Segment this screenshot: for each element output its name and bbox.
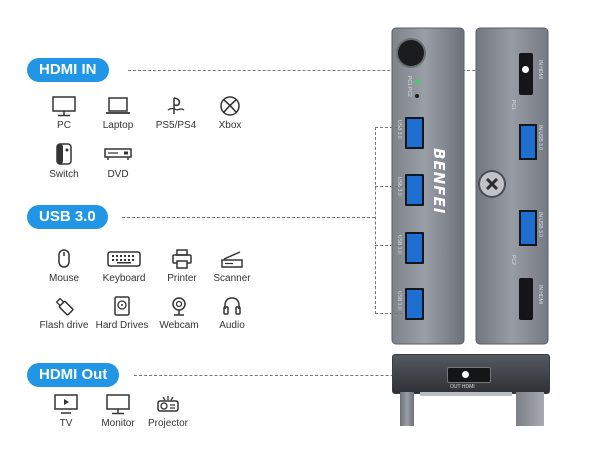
pc-indicator-label: PC1 PC2 [406, 76, 412, 97]
usb-label: USB 3.0 [27, 205, 108, 229]
pc2-led-icon [415, 94, 419, 98]
peripheral-label: Printer [167, 273, 197, 284]
usb-bracket-tick [375, 186, 403, 187]
mouse-icon [58, 249, 70, 268]
brand-text: BENFEI [430, 148, 448, 215]
usb-bracket-line [375, 127, 376, 314]
out-hdmi-label: OUT HDMI [450, 384, 475, 390]
source-label: PC [57, 120, 71, 131]
peripheral-label: Keyboard [102, 273, 146, 284]
source-laptop: Laptop [86, 95, 150, 131]
back-usb-in-port-1[interactable] [519, 124, 537, 160]
peripheral-printer: Printer [150, 248, 214, 284]
front-usb-port-label: USB 3.0 [396, 291, 402, 310]
mounting-screw-icon [480, 172, 504, 196]
output-label: Projector [147, 418, 188, 429]
source-label: DVD [107, 169, 129, 180]
output-tv: TV [34, 393, 98, 429]
source-ps5: PS5/PS4 [144, 95, 208, 131]
source-label: Laptop [102, 120, 134, 131]
pc1-led-icon [415, 79, 420, 84]
hdmi-out-connector-line [134, 375, 464, 376]
peripheral-label: Audio [219, 320, 245, 331]
peripheral-label: Flash drive [39, 320, 89, 331]
switch-back-body [475, 27, 549, 345]
switch-back-panel [474, 27, 550, 345]
pc-switch-button[interactable] [398, 40, 424, 66]
source-switch: Switch [32, 142, 96, 180]
playstation-icon [167, 97, 185, 114]
output-monitor: Monitor [86, 393, 150, 429]
scanner-icon [221, 251, 243, 268]
back-usb-in-port-2[interactable] [519, 210, 537, 246]
printer-icon [172, 249, 192, 269]
output-projector: Projector [136, 393, 200, 429]
tv-icon [54, 394, 78, 414]
source-pc: PC [32, 95, 96, 131]
source-xbox: Xbox [198, 95, 262, 131]
hard-drive-icon [114, 296, 130, 316]
keyboard-icon [107, 251, 141, 267]
source-label: Switch [49, 169, 79, 180]
hdmi-port-dot [522, 66, 529, 73]
usb-bracket-tick [375, 127, 403, 128]
flash-drive-icon [55, 297, 74, 316]
headphones-icon [223, 297, 241, 315]
usb-bracket-tick [375, 245, 403, 246]
peripheral-audio: Audio [200, 295, 264, 331]
source-label: Xbox [218, 120, 242, 131]
monitor-icon [106, 394, 130, 415]
output-label: Monitor [101, 418, 135, 429]
peripheral-label: Mouse [48, 273, 79, 284]
front-usb-port-1[interactable] [405, 117, 424, 149]
peripheral-mouse: Mouse [32, 248, 96, 284]
xbox-icon [220, 96, 240, 116]
back-port-label: IN USB 3.0 [537, 125, 543, 151]
front-usb-port-label: USB 3.0 [396, 120, 402, 139]
peripheral-hard-drive: Hard Drives [90, 295, 154, 331]
switch-leg-shadow [420, 392, 512, 396]
back-hdmi-in-port-2[interactable] [519, 278, 533, 320]
dvd-player-icon [104, 148, 132, 160]
hdmi-out-label: HDMI Out [27, 363, 120, 387]
back-port-label: IN HDMI [537, 285, 543, 305]
peripheral-flash-drive: Flash drive [32, 295, 96, 331]
peripheral-scanner: Scanner [200, 248, 264, 284]
hdmi-port-dot [462, 371, 469, 378]
usb-connector-line [122, 217, 375, 218]
back-hdmi-in-port-1[interactable] [519, 53, 533, 95]
front-usb-port-2[interactable] [405, 174, 424, 206]
back-port-label: PC1 [510, 100, 516, 110]
output-label: TV [59, 418, 73, 429]
back-port-label: PC2 [510, 255, 516, 265]
peripheral-label: Hard Drives [95, 320, 149, 331]
monitor-icon [52, 96, 76, 117]
source-dvd: DVD [86, 142, 150, 180]
hdmi-in-connector-line [128, 70, 530, 71]
switch-leg-left [400, 392, 414, 426]
usb-bracket-tick [375, 313, 403, 314]
peripheral-webcam: Webcam [147, 295, 211, 331]
hdmi-in-label: HDMI IN [27, 58, 109, 82]
peripheral-keyboard: Keyboard [92, 248, 156, 284]
laptop-icon [106, 97, 130, 114]
peripheral-label: Scanner [213, 273, 251, 284]
switch-leg-right [516, 392, 544, 426]
back-port-label: IN USB 3.0 [537, 212, 543, 238]
source-label: PS5/PS4 [155, 120, 197, 131]
front-usb-port-4[interactable] [405, 288, 424, 320]
peripheral-label: Webcam [159, 320, 199, 331]
front-usb-port-3[interactable] [405, 232, 424, 264]
webcam-icon [172, 297, 186, 316]
out-hdmi-port[interactable] [447, 367, 491, 383]
back-port-label: IN HDMI [537, 60, 543, 80]
game-switch-icon [56, 143, 72, 165]
projector-icon [157, 396, 179, 412]
